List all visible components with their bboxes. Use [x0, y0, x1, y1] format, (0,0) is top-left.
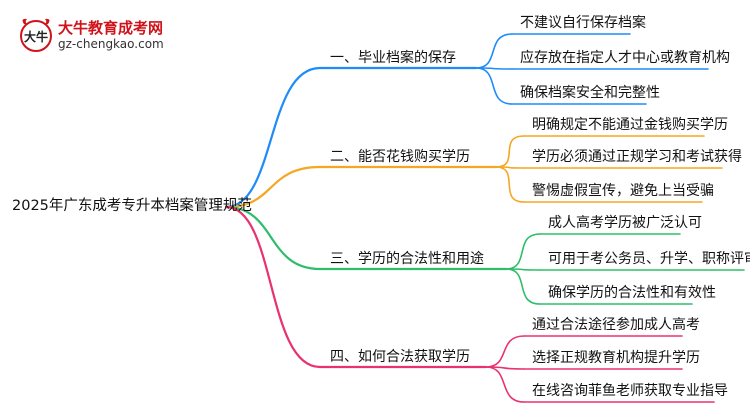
branch-to-child-connector	[495, 135, 525, 168]
child-topic[interactable]: 确保学历的合法性和有效性	[548, 285, 716, 301]
child-topic[interactable]: 通过合法途径参加成人高考	[532, 317, 700, 333]
branch-to-child-connector	[475, 33, 513, 69]
branch-to-child-connector	[505, 268, 541, 305]
branch-to-child-connector	[475, 67, 513, 105]
branch-to-child-connector	[495, 166, 525, 203]
root-topic[interactable]: 2025年广东成考专升本档案管理规范	[12, 198, 252, 214]
branch-topic[interactable]: 二、能否花钱购买学历	[330, 149, 470, 165]
root-to-branch-connector	[224, 205, 322, 369]
child-topic[interactable]: 不建议自行保存档案	[520, 15, 646, 31]
child-topic[interactable]: 明确规定不能通过金钱购买学历	[532, 117, 728, 133]
branch-topic[interactable]: 一、毕业档案的保存	[330, 50, 456, 66]
child-topic[interactable]: 确保档案安全和完整性	[520, 85, 660, 101]
root-to-branch-connector	[224, 165, 322, 209]
child-topic[interactable]: 学历必须通过正规学习和考试获得	[532, 149, 742, 165]
logo-url: gz-chengkao.com	[58, 37, 164, 51]
child-topic[interactable]: 应存放在指定人才中心或教育机构	[520, 50, 730, 66]
root-to-branch-connector	[224, 205, 322, 271]
bull-logo-icon: 大牛	[20, 18, 52, 52]
branch-to-child-connector	[485, 335, 525, 368]
logo-title: 大牛教育成考网	[58, 19, 164, 37]
logo-mark-text: 大牛	[24, 29, 48, 44]
branch-to-child-connector	[505, 233, 541, 270]
root-to-branch-connector	[224, 66, 322, 209]
brand-logo: 大牛 大牛教育成考网 gz-chengkao.com	[18, 16, 208, 56]
child-topic[interactable]: 警惕虚假宣传，避免上当受骗	[532, 183, 714, 199]
child-topic[interactable]: 选择正规教育机构提升学历	[532, 350, 700, 366]
child-topic[interactable]: 在线咨询菲鱼老师获取专业指导	[532, 383, 728, 399]
child-topic[interactable]: 可用于考公务员、升学、职称评审	[548, 251, 750, 267]
branch-topic[interactable]: 四、如何合法获取学历	[330, 349, 470, 365]
branch-topic[interactable]: 三、学历的合法性和用途	[330, 251, 484, 267]
child-topic[interactable]: 成人高考学历被广泛认可	[548, 215, 702, 231]
branch-to-child-connector	[485, 366, 525, 403]
